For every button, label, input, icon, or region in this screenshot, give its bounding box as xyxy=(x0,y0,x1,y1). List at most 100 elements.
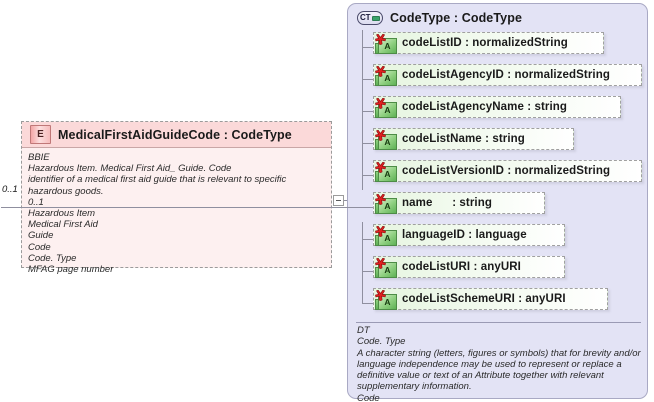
tree-elbow-line xyxy=(362,239,373,240)
element-doc-line: Hazardous Item xyxy=(28,208,96,220)
required-x-badge-icon xyxy=(375,34,386,45)
attribute-icon: A xyxy=(375,130,399,150)
attribute-icon-box: A xyxy=(378,262,397,278)
attribute-label: codeListID : normalizedString xyxy=(402,37,568,49)
required-x-badge-icon xyxy=(375,258,386,269)
element-doc-line: Guide xyxy=(28,230,54,242)
tree-trunk-line xyxy=(362,126,363,158)
attribute-label: codeListName : string xyxy=(402,133,525,145)
complextype-icon-label: CT xyxy=(360,13,371,22)
required-x-badge-icon xyxy=(375,162,386,173)
complextype-title: CodeType : CodeType xyxy=(390,11,523,25)
required-x-badge-icon xyxy=(375,98,386,109)
element-doc-line: BBIE xyxy=(28,152,50,163)
element-doc-line: Code. Type xyxy=(28,252,77,264)
element-doc-line: Medical First Aid xyxy=(28,219,98,231)
attribute-icon-box: A xyxy=(378,294,397,310)
attribute-icon-box: A xyxy=(378,230,397,246)
element-documentation: BBIE Hazardous Item. Medical First Aid_ … xyxy=(22,148,331,275)
attribute-label: codeListAgencyID : normalizedString xyxy=(402,69,610,81)
attribute-label: name : string xyxy=(402,197,492,209)
attribute-label: codeListVersionID : normalizedString xyxy=(402,165,611,177)
tree-elbow-line xyxy=(362,111,373,112)
tree-trunk-line xyxy=(362,222,363,254)
tree-trunk-line xyxy=(362,254,363,286)
element-icon: E xyxy=(30,125,51,144)
complextype-documentation: DT Code. Type A character string (letter… xyxy=(357,325,645,402)
element-doc-line: MFAG page number xyxy=(28,264,114,276)
collapse-minus-icon[interactable] xyxy=(333,195,344,206)
tree-trunk-line xyxy=(362,94,363,126)
tree-elbow-line xyxy=(362,79,373,80)
element-node-medicalfirstaidguidecode[interactable]: E MedicalFirstAidGuideCode : CodeType BB… xyxy=(21,121,332,275)
attribute-icon-box: A xyxy=(378,70,397,86)
complextype-header: CT CodeType : CodeType xyxy=(357,9,522,27)
tree-trunk-line xyxy=(362,158,363,190)
required-x-badge-icon xyxy=(375,130,386,141)
required-x-badge-icon xyxy=(375,290,386,301)
attribute-icon-box: A xyxy=(378,38,397,54)
tree-trunk-line xyxy=(362,62,363,94)
tree-trunk-line xyxy=(362,30,363,62)
tree-elbow-line xyxy=(362,47,373,48)
attribute-icon: A xyxy=(375,34,399,54)
tree-elbow-line xyxy=(362,143,373,144)
ct-doc-line: Code. Type xyxy=(357,336,406,348)
attribute-label: languageID : language xyxy=(402,229,527,241)
required-x-badge-icon xyxy=(375,66,386,77)
element-header: E MedicalFirstAidGuideCode : CodeType xyxy=(22,122,331,148)
attribute-icon-box: A xyxy=(378,198,397,214)
tree-elbow-line xyxy=(362,303,373,304)
tree-trunk-line xyxy=(362,286,363,304)
tree-elbow-line xyxy=(1,207,373,208)
attribute-icon-box: A xyxy=(378,166,397,182)
attribute-icon-box: A xyxy=(378,102,397,118)
element-title: MedicalFirstAidGuideCode : CodeType xyxy=(58,127,292,142)
complextype-icon-bar xyxy=(372,16,380,21)
required-x-badge-icon xyxy=(375,194,386,205)
element-doc-line: identifier of a medical first aid guide … xyxy=(28,174,287,197)
element-doc-line: 0..1 xyxy=(28,196,44,208)
divider xyxy=(356,322,641,323)
element-doc-line: Hazardous Item. Medical First Aid_ Guide… xyxy=(28,163,232,175)
attribute-icon: A xyxy=(375,258,399,278)
ct-doc-line: DT xyxy=(357,325,370,336)
attribute-icon: A xyxy=(375,226,399,246)
attribute-icon: A xyxy=(375,98,399,118)
ct-doc-line: A character string (letters, figures or … xyxy=(357,347,641,393)
attribute-icon: A xyxy=(375,290,399,310)
complextype-icon: CT xyxy=(357,11,383,25)
ct-doc-line: Code xyxy=(357,392,380,402)
element-doc-line: Code xyxy=(28,241,51,253)
attribute-label: codeListAgencyName : string xyxy=(402,101,568,113)
tree-elbow-line xyxy=(362,271,373,272)
cardinality-label: 0..1 xyxy=(2,184,18,195)
attribute-label: codeListURI : anyURI xyxy=(402,261,521,273)
attribute-icon: A xyxy=(375,162,399,182)
tree-elbow-line xyxy=(362,175,373,176)
required-x-badge-icon xyxy=(375,226,386,237)
attribute-label: codeListSchemeURI : anyURI xyxy=(402,293,566,305)
attribute-icon-box: A xyxy=(378,134,397,150)
